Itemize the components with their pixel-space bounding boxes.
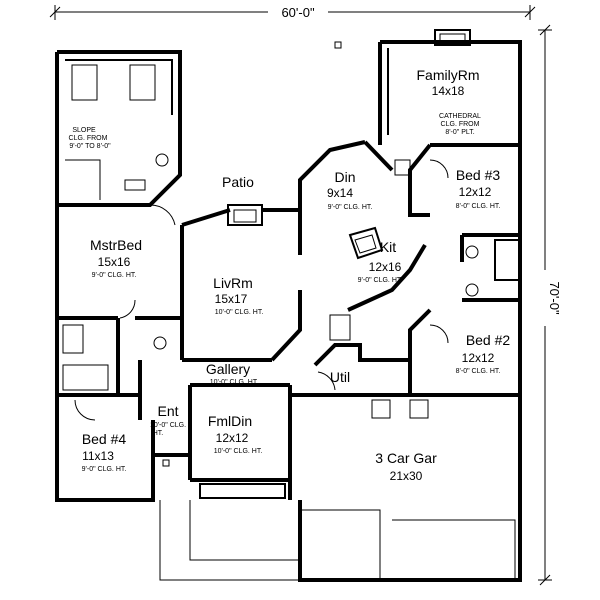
bed3-size: 12x12 xyxy=(459,185,492,199)
slope-note-1: SLOPE xyxy=(72,127,96,134)
depth-dimension-label: 70'-0" xyxy=(547,281,562,315)
family-room-note-2: CLG. FROM xyxy=(441,121,480,128)
liv-note: 10'-0" CLG. HT. xyxy=(215,309,264,316)
ent-note-1: 10'-0" CLG. xyxy=(150,422,186,429)
liv-size: 15x17 xyxy=(215,292,248,306)
mstr-size: 15x16 xyxy=(98,255,131,269)
room-labels: FamilyRm 14x18 CATHEDRAL CLG. FROM 8'-0"… xyxy=(69,67,511,483)
family-room-note-3: 8'-0" PLT. xyxy=(445,129,474,136)
family-room-note-1: CATHEDRAL xyxy=(439,113,481,120)
width-dimension-label: 60'-0" xyxy=(281,5,315,20)
width-dimension: 60'-0" xyxy=(49,4,536,20)
din-name: Din xyxy=(334,169,355,185)
mstr-name: MstrBed xyxy=(90,237,142,253)
family-room-name: FamilyRm xyxy=(417,67,480,83)
util-name: Util xyxy=(330,369,350,385)
bed2-name: Bed #2 xyxy=(466,332,511,348)
bed4-size: 11x13 xyxy=(82,449,114,463)
garage-size: 21x30 xyxy=(390,469,423,483)
fmldin-note: 10'-0" CLG. HT. xyxy=(214,448,263,455)
ent-name: Ent xyxy=(157,403,178,419)
mstr-note: 9'-0" CLG. HT. xyxy=(92,272,137,279)
fixtures xyxy=(62,41,479,467)
din-note: 9'-0" CLG. HT. xyxy=(328,204,373,211)
bed4-name: Bed #4 xyxy=(82,431,127,447)
fmldin-name: FmlDin xyxy=(208,413,252,429)
bed3-note: 8'-0" CLG. HT. xyxy=(456,203,501,210)
kit-size: 12x16 xyxy=(369,260,402,274)
slope-note-2: CLG. FROM xyxy=(69,135,108,142)
bed3-name: Bed #3 xyxy=(456,167,501,183)
bed2-note: 8'-0" CLG. HT. xyxy=(456,368,501,375)
kit-note: 9'-0" CLG. HT. xyxy=(358,277,403,284)
bed4-note: 9'-0" CLG. HT. xyxy=(82,466,127,473)
kit-name: Kit xyxy=(380,239,396,255)
walls xyxy=(55,29,522,582)
fmldin-size: 12x12 xyxy=(216,431,249,445)
ent-note-2: HT. xyxy=(153,430,164,437)
depth-dimension: 70'-0" xyxy=(537,24,562,586)
liv-name: LivRm xyxy=(213,275,253,291)
patio-label: Patio xyxy=(222,174,254,190)
garage-name: 3 Car Gar xyxy=(375,450,437,466)
bed2-size: 12x12 xyxy=(462,351,495,365)
slope-note-3: 9'-0" TO 8'-0" xyxy=(69,143,111,150)
family-room-size: 14x18 xyxy=(432,84,465,98)
gallery-name: Gallery xyxy=(206,361,250,377)
din-size: 9x14 xyxy=(327,186,353,200)
gallery-note: 10'-0" CLG. HT. xyxy=(210,379,259,386)
